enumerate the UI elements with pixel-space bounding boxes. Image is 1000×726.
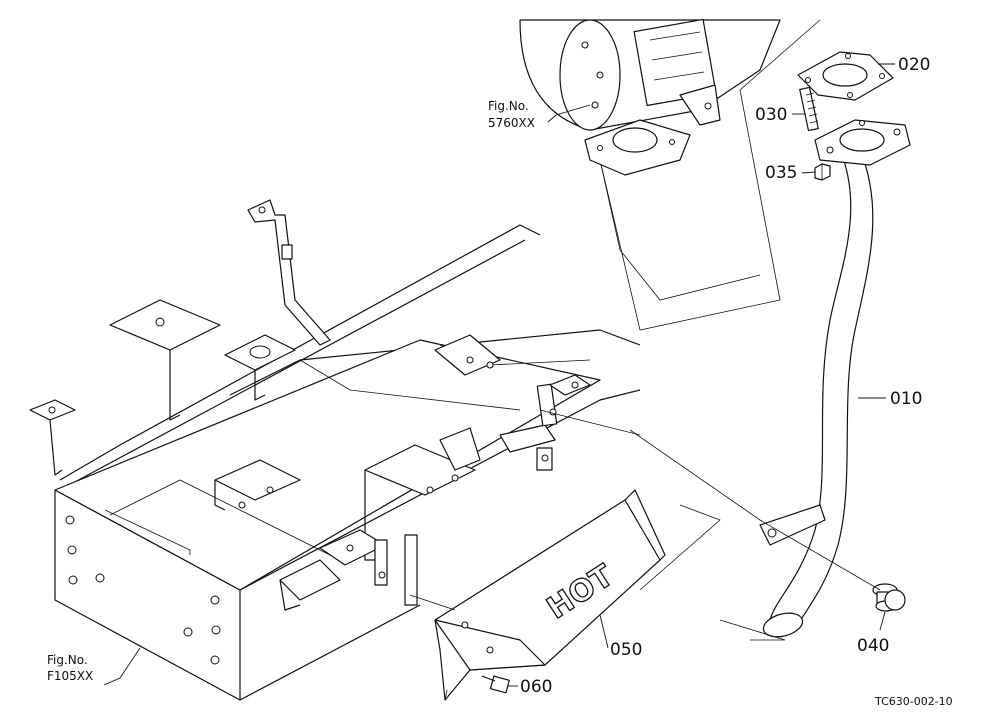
bolt-040 (872, 583, 906, 612)
muffler-fig-ref-line1: Fig.No. (488, 99, 529, 113)
frame-fig-ref-line2: F105XX (47, 669, 93, 683)
alignment-lines (409, 409, 881, 641)
figure-references: Fig.No. 5760XX Fig.No. F105XX (47, 99, 535, 683)
callout-050: 050 (610, 640, 642, 660)
callout-010: 010 (890, 389, 922, 409)
callout-060: 060 (520, 677, 552, 697)
muffler-assembly (519, 18, 821, 331)
callout-035: 035 (765, 163, 797, 183)
exhaust-pipe-010 (759, 119, 911, 638)
muffler-fig-ref-line2: 5760XX (488, 116, 535, 130)
heat-shield-050: HOT (434, 489, 666, 701)
drawing-code: TC630-002-10 (874, 695, 953, 708)
gasket-020 (797, 51, 894, 101)
bolt-060 (481, 675, 510, 694)
callout-020: 020 (898, 55, 930, 75)
callout-030: 030 (755, 105, 787, 125)
frame-assembly (29, 199, 641, 701)
nut-035 (814, 163, 831, 181)
leader-lines (103, 63, 895, 687)
frame-fig-ref-line1: Fig.No. (47, 653, 88, 667)
callout-labels: 010 020 030 035 040 050 060 (520, 55, 930, 697)
stud-030 (799, 86, 819, 132)
callout-040: 040 (857, 636, 889, 656)
